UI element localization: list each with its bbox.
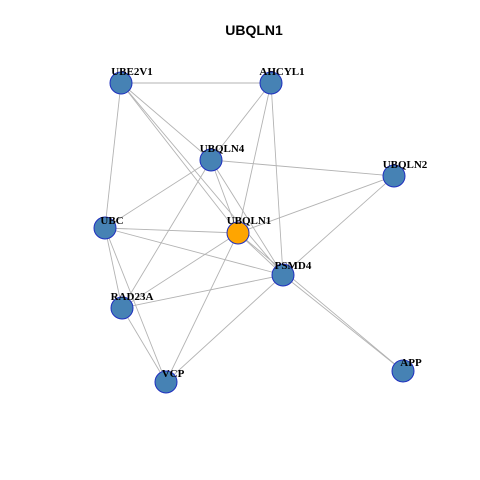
edge-ubqln1-app bbox=[237, 232, 404, 372]
edge-ubc-psmd4 bbox=[104, 227, 284, 276]
edge-ubc-ubqln1 bbox=[104, 227, 239, 234]
edge-ubqln4-ubqln2 bbox=[210, 159, 395, 177]
node-ubqln1[interactable] bbox=[226, 221, 250, 245]
edge-ubqln4-ubqln1 bbox=[210, 159, 239, 234]
node-ubqln2[interactable] bbox=[382, 164, 406, 188]
node-label-vcp: VCP bbox=[162, 368, 185, 380]
edge-ubqln4-ubc bbox=[104, 159, 212, 229]
node-rad23a[interactable] bbox=[110, 296, 134, 320]
edge-ubc-rad23a bbox=[104, 227, 123, 309]
node-label-ubqln4: UBQLN4 bbox=[200, 143, 245, 155]
edge-ahcyl1-psmd4 bbox=[270, 82, 284, 276]
edge-ube2v1-psmd4 bbox=[120, 82, 284, 276]
diagram-title: UBQLN1 bbox=[225, 22, 283, 38]
edge-psmd4-vcp bbox=[165, 274, 284, 383]
edge-ubqln2-ubqln1 bbox=[237, 175, 395, 234]
edge-ube2v1-ubqln1 bbox=[120, 82, 239, 234]
node-label-ubc: UBC bbox=[100, 215, 123, 227]
node-label-ahcyl1: AHCYL1 bbox=[259, 66, 304, 78]
edges-layer bbox=[104, 82, 404, 383]
node-psmd4[interactable] bbox=[271, 263, 295, 287]
node-vcp[interactable] bbox=[154, 370, 178, 394]
node-ube2v1[interactable] bbox=[109, 71, 133, 95]
edge-ube2v1-ubc bbox=[104, 82, 122, 229]
edge-ubqln1-rad23a bbox=[121, 232, 239, 309]
edge-ubqln2-psmd4 bbox=[282, 175, 395, 276]
node-label-rad23a: RAD23A bbox=[111, 291, 154, 303]
nodes-layer bbox=[93, 71, 415, 394]
node-label-psmd4: PSMD4 bbox=[275, 260, 312, 272]
edge-rad23a-vcp bbox=[121, 307, 167, 383]
node-label-ubqln1: UBQLN1 bbox=[227, 215, 272, 227]
edge-ube2v1-ubqln4 bbox=[120, 82, 212, 161]
node-label-app: APP bbox=[400, 357, 422, 369]
edge-ahcyl1-ubqln4 bbox=[210, 82, 272, 161]
node-ubqln4[interactable] bbox=[199, 148, 223, 172]
node-ubc[interactable] bbox=[93, 216, 117, 240]
edge-ubqln4-psmd4 bbox=[210, 159, 284, 276]
edge-ahcyl1-ubqln1 bbox=[237, 82, 272, 234]
edge-psmd4-app bbox=[282, 274, 404, 372]
edge-psmd4-rad23a bbox=[121, 274, 284, 309]
node-label-ubqln2: UBQLN2 bbox=[383, 159, 428, 171]
node-label-ube2v1: UBE2V1 bbox=[111, 66, 153, 78]
node-app[interactable] bbox=[391, 359, 415, 383]
edge-ubqln1-vcp bbox=[165, 232, 239, 383]
node-ahcyl1[interactable] bbox=[259, 71, 283, 95]
edge-ubqln4-rad23a bbox=[121, 159, 212, 309]
